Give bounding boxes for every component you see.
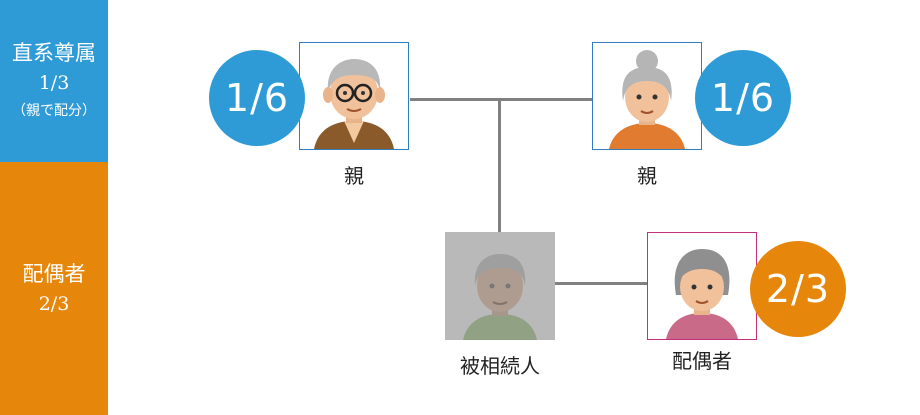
spouse-label: 配偶者 — [672, 349, 732, 373]
legend-ascendants-share: 1/3 — [38, 72, 70, 94]
mother-portrait — [592, 42, 702, 150]
spouse-share: 2/3 — [765, 267, 831, 311]
mother-share-badge: 1/6 — [695, 50, 791, 146]
father-portrait — [299, 42, 409, 150]
descent-connector — [498, 98, 501, 232]
father-share: 1/6 — [224, 76, 290, 120]
father-share-badge: 1/6 — [209, 50, 305, 146]
spouse-connector — [555, 282, 647, 285]
father-label: 親 — [344, 164, 364, 188]
legend-spouse-share: 2/3 — [38, 292, 70, 315]
spouse-portrait — [647, 232, 757, 340]
mother-share: 1/6 — [710, 76, 776, 120]
parents-connector — [410, 98, 596, 101]
spouse-share-badge: 2/3 — [750, 241, 846, 337]
deceased-person-icon — [463, 254, 537, 340]
legend-ascendants-note: （親で配分） — [12, 103, 96, 119]
grandmother-icon — [609, 50, 685, 149]
legend-ascendants: 直系尊属 1/3 （親で配分） — [0, 0, 108, 162]
legend-ascendants-title: 直系尊属 — [12, 41, 96, 65]
decedent-label: 被相続人 — [460, 354, 540, 378]
elderly-woman-icon — [666, 249, 738, 339]
mother-label: 親 — [637, 164, 657, 188]
legend-spouse: 配偶者 2/3 — [0, 162, 108, 415]
decedent-portrait — [445, 232, 555, 340]
legend-spouse-title: 配偶者 — [22, 261, 86, 286]
grandfather-icon — [314, 59, 394, 149]
